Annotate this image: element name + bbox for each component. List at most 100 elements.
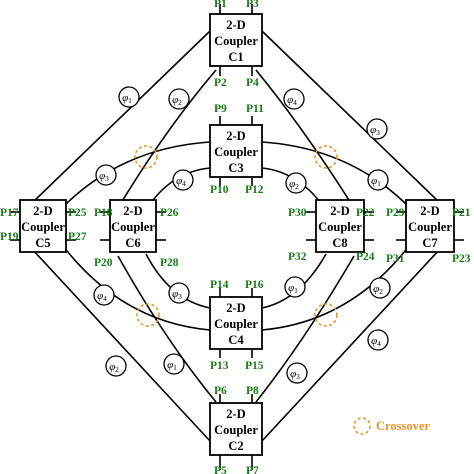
coupler-c7-line3: C7 xyxy=(422,236,437,250)
port-label: P8 xyxy=(246,385,259,397)
wire-c2-c6 xyxy=(117,255,217,403)
port-label: P28 xyxy=(160,257,179,269)
crossover-marker xyxy=(314,145,338,169)
port-label: P3 xyxy=(246,0,259,10)
port-label: P2 xyxy=(214,77,227,89)
coupler-c3: 2-D Coupler C3 xyxy=(209,124,263,178)
port-label: P29 xyxy=(386,207,405,219)
svg-text:φ3: φ3 xyxy=(370,124,380,137)
coupler-c5: 2-D Coupler C5 xyxy=(19,199,67,253)
phase-shifter: φ4 xyxy=(93,284,115,306)
coupler-c1-line1: 2-D xyxy=(226,18,245,32)
coupler-c4: 2-D Coupler C4 xyxy=(209,296,263,350)
wire-c1-c6 xyxy=(117,69,217,209)
coupler-c3-line2: Coupler xyxy=(214,145,258,159)
port-label: P6 xyxy=(214,385,227,397)
phase-shifter: φ2 xyxy=(369,277,391,299)
svg-text:φ4: φ4 xyxy=(371,335,381,348)
port-label: P1 xyxy=(214,0,227,10)
wire-c7-c2 xyxy=(261,248,441,442)
coupler-c7-line2: Coupler xyxy=(408,220,452,234)
phase-shifter: φ3 xyxy=(366,118,388,140)
coupler-c3-line3: C3 xyxy=(228,161,243,175)
legend-crossover-icon xyxy=(353,417,371,435)
port-label: P26 xyxy=(160,207,179,219)
svg-text:φ1: φ1 xyxy=(167,359,177,372)
coupler-c1: 2-D Coupler C1 xyxy=(209,13,263,67)
port-label: P18 xyxy=(94,207,113,219)
svg-text:φ2: φ2 xyxy=(109,361,119,374)
svg-text:φ1: φ1 xyxy=(371,175,381,188)
phase-shifter: φ2 xyxy=(168,88,190,110)
svg-text:φ4: φ4 xyxy=(287,94,297,107)
port-label: P4 xyxy=(246,77,259,89)
phase-shifter: φ3 xyxy=(168,282,190,304)
coupler-c7: 2-D Coupler C7 xyxy=(405,199,455,253)
wire-c3-c5 xyxy=(59,141,211,211)
port-label: P23 xyxy=(452,253,471,265)
svg-text:φ4: φ4 xyxy=(176,175,186,188)
coupler-c2-line3: C2 xyxy=(228,439,243,453)
coupler-c2-line1: 2-D xyxy=(226,407,245,421)
port-label: P9 xyxy=(214,103,227,115)
port-label: P11 xyxy=(246,103,264,115)
coupler-c2: 2-D Coupler C2 xyxy=(209,402,263,456)
wire-c1-c8 xyxy=(255,69,355,209)
coupler-c5-line3: C5 xyxy=(35,236,50,250)
coupler-c3-line1: 2-D xyxy=(226,129,245,143)
port-label: P19 xyxy=(0,231,19,243)
wire-c3-c7 xyxy=(261,141,413,211)
port-label: P25 xyxy=(68,207,87,219)
phase-shifter: φ4 xyxy=(172,169,194,191)
port-label: P22 xyxy=(356,207,375,219)
wire-c1-c7 xyxy=(261,30,441,204)
coupler-c1-line2: Coupler xyxy=(214,34,258,48)
port-label: P30 xyxy=(288,207,307,219)
phase-shifter: φ1 xyxy=(118,86,140,108)
wire-c4-c7 xyxy=(261,241,413,331)
wire-c5-c2 xyxy=(31,248,211,442)
port-label: P10 xyxy=(210,184,229,196)
coupler-c8-line1: 2-D xyxy=(330,204,349,218)
port-label: P16 xyxy=(245,279,264,291)
port-label: P32 xyxy=(288,251,307,263)
phase-shifter: φ1 xyxy=(367,169,389,191)
port-label: P13 xyxy=(210,360,229,372)
wire-c2-c8 xyxy=(255,255,355,403)
phase-shifter: φ3 xyxy=(95,164,117,186)
coupler-c6-line1: 2-D xyxy=(123,204,142,218)
coupler-c4-line3: C4 xyxy=(228,333,244,347)
phase-shifter: φ4 xyxy=(283,88,305,110)
coupler-c7-line1: 2-D xyxy=(420,204,439,218)
coupler-c5-line1: 2-D xyxy=(33,204,52,218)
coupler-c4-line1: 2-D xyxy=(226,301,245,315)
phase-shifter: φ1 xyxy=(284,276,306,298)
phase-shifter: φ3 xyxy=(286,362,308,384)
wire-c4-c5 xyxy=(59,241,211,331)
port-label: P5 xyxy=(214,465,227,474)
coupler-c6: 2-D Coupler C6 xyxy=(109,199,157,253)
port-label: P27 xyxy=(68,231,87,243)
phase-shifter: φ4 xyxy=(367,329,389,351)
svg-text:φ2: φ2 xyxy=(172,94,182,107)
svg-text:φ4: φ4 xyxy=(97,290,107,303)
coupler-c5-line2: Coupler xyxy=(21,220,65,234)
port-label: P14 xyxy=(210,279,229,291)
legend-crossover-label: Crossover xyxy=(376,419,430,433)
port-label: P7 xyxy=(246,465,259,474)
waveguide-wires xyxy=(31,30,441,442)
svg-text:φ2: φ2 xyxy=(373,283,383,296)
port-label: P31 xyxy=(386,253,405,265)
legend: Crossover xyxy=(353,417,430,435)
svg-text:φ1: φ1 xyxy=(122,92,132,105)
coupler-c4-line2: Coupler xyxy=(214,317,258,331)
port-label: P21 xyxy=(452,207,471,219)
coupler-c1-line3: C1 xyxy=(228,50,243,64)
coupler-c8: 2-D Coupler C8 xyxy=(315,199,365,253)
port-label: P24 xyxy=(356,251,375,263)
port-label: P17 xyxy=(0,207,19,219)
crossover-marker xyxy=(314,303,338,327)
crossover-marker xyxy=(134,145,158,169)
